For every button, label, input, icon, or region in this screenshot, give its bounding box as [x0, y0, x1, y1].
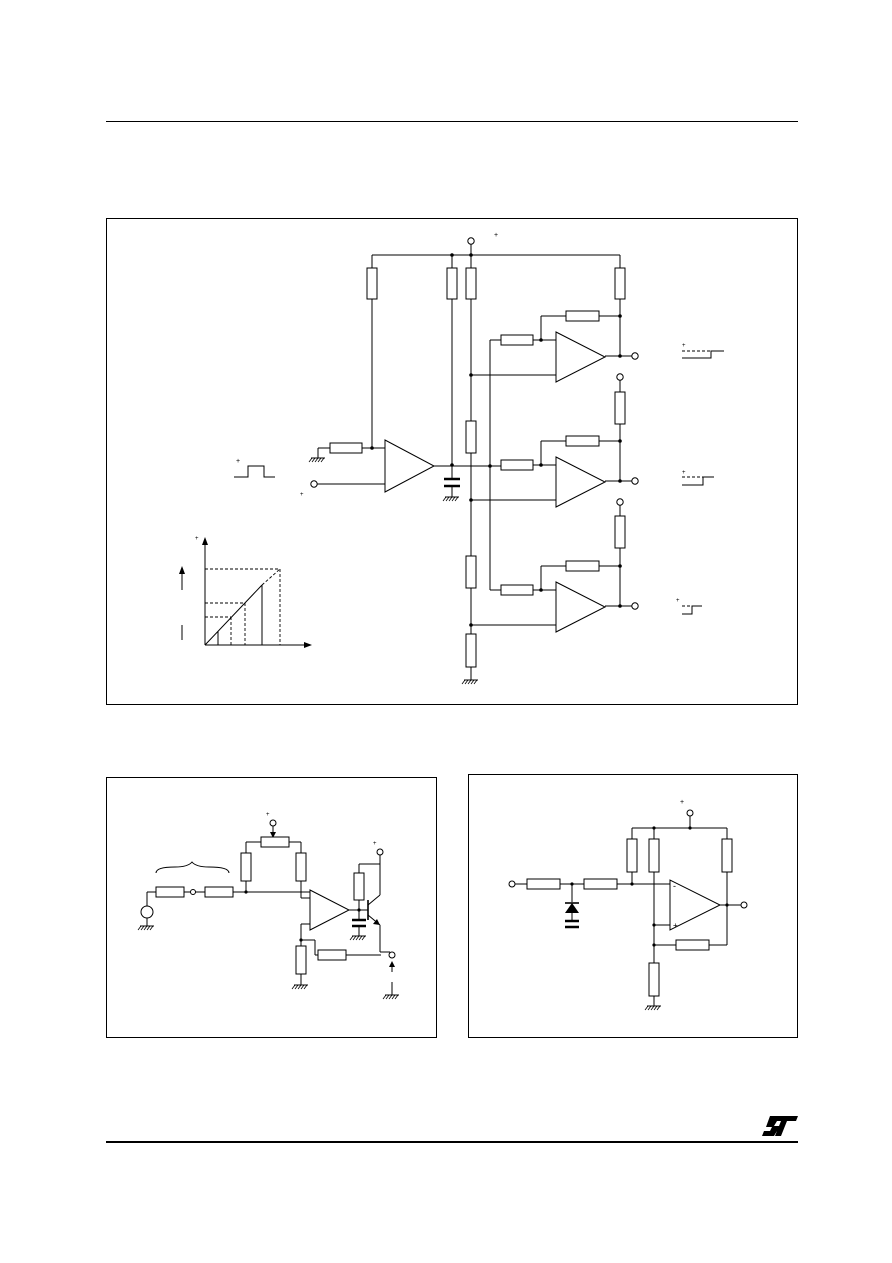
brace-icon: [155, 861, 230, 874]
transistor-icon: [367, 864, 381, 926]
figure-right-schematic: + - +: [508, 799, 748, 1011]
output-terminal-icon: [631, 477, 639, 485]
zener-diode-icon: [565, 884, 579, 929]
output-terminal-icon: [740, 901, 748, 909]
output-1-label: +: [682, 343, 686, 349]
resistor: [626, 838, 638, 873]
figure-left-schematic: +: [137, 812, 400, 1000]
comparator-stage: +: [471, 255, 724, 383]
header-rule: [106, 121, 798, 122]
pullup-terminal-icon: [616, 498, 624, 506]
supply-terminal-icon: [269, 819, 277, 827]
input-pulse-waveform: [234, 465, 275, 478]
ground-icon: [308, 457, 326, 463]
ground-icon: [644, 1005, 662, 1011]
resistor: [366, 267, 378, 300]
comparator-stage: +: [471, 373, 714, 508]
left-supply-label-a: +: [266, 812, 270, 818]
supply-label: +: [494, 232, 498, 239]
footer-rule: [106, 1141, 798, 1143]
resistor: [500, 459, 534, 471]
resistor: [295, 945, 307, 975]
resistor: [565, 435, 600, 447]
ramp-graph: +: [179, 536, 312, 648]
input-pulse-label: +: [236, 458, 240, 465]
opamp-icon: [555, 581, 607, 633]
resistor: [614, 391, 626, 425]
resistor: [317, 949, 347, 961]
signal-source-icon: [140, 905, 154, 919]
graph-y-label: +: [195, 536, 199, 542]
resistor: [583, 878, 618, 890]
opamp-minus-label: -: [673, 881, 676, 891]
input-terminal-icon: [310, 480, 318, 488]
resistor: [648, 838, 660, 873]
supply-terminal-icon: [376, 848, 384, 856]
resistor: [353, 872, 365, 901]
output-terminal-icon: [388, 951, 396, 959]
resistor: [465, 633, 477, 668]
left-supply-label-b: +: [373, 841, 377, 847]
resistor: [675, 939, 710, 951]
pullup-terminal-icon: [616, 373, 624, 381]
resistor: [155, 886, 185, 898]
junction-terminal-icon: [190, 889, 196, 895]
resistor: [648, 962, 660, 997]
figure-left-frame: [106, 777, 437, 1038]
figure-right-frame: [468, 774, 798, 1038]
output-terminal-icon: [631, 602, 639, 610]
figure-top-frame: [106, 218, 798, 705]
opamp-icon: [669, 879, 722, 931]
supply-terminal-icon: [686, 809, 694, 817]
resistor: [500, 334, 534, 346]
resistor: [295, 852, 307, 882]
input-minus-label: +: [300, 492, 304, 498]
resistor: [614, 515, 626, 549]
resistor: [500, 584, 534, 596]
opamp-plus-label: +: [673, 921, 678, 930]
ground-icon: [382, 994, 400, 1000]
resistor: [721, 838, 733, 873]
right-supply-label: +: [680, 799, 684, 806]
comparator-stage: +: [471, 498, 702, 633]
figure-top-schematic: +: [179, 232, 724, 685]
resistor: [329, 442, 363, 454]
output-terminal-icon: [631, 352, 639, 360]
supply-terminal-icon: [467, 237, 475, 245]
ground-icon: [349, 935, 367, 941]
resistor: [465, 555, 477, 589]
ground-icon: [137, 925, 155, 931]
resistor: [614, 267, 626, 300]
input-terminal-icon: [508, 880, 516, 888]
opamp-icon: [384, 439, 436, 493]
ground-icon: [442, 496, 460, 502]
resistor: [565, 310, 600, 322]
output-3-label: +: [676, 598, 680, 604]
resistor: [446, 267, 458, 300]
resistor: [526, 878, 561, 890]
ground-icon: [291, 984, 309, 990]
resistor: [204, 886, 234, 898]
opamp-icon: [555, 331, 607, 383]
opamp-icon: [309, 889, 351, 931]
potentiometer: [260, 836, 290, 848]
resistor: [565, 560, 600, 572]
resistor: [240, 852, 252, 882]
resistor: [465, 267, 477, 300]
st-logo-icon: [762, 1116, 798, 1136]
ground-icon: [461, 679, 479, 685]
resistor: [465, 420, 477, 454]
opamp-icon: [555, 456, 607, 508]
output-2-label: +: [682, 470, 686, 476]
